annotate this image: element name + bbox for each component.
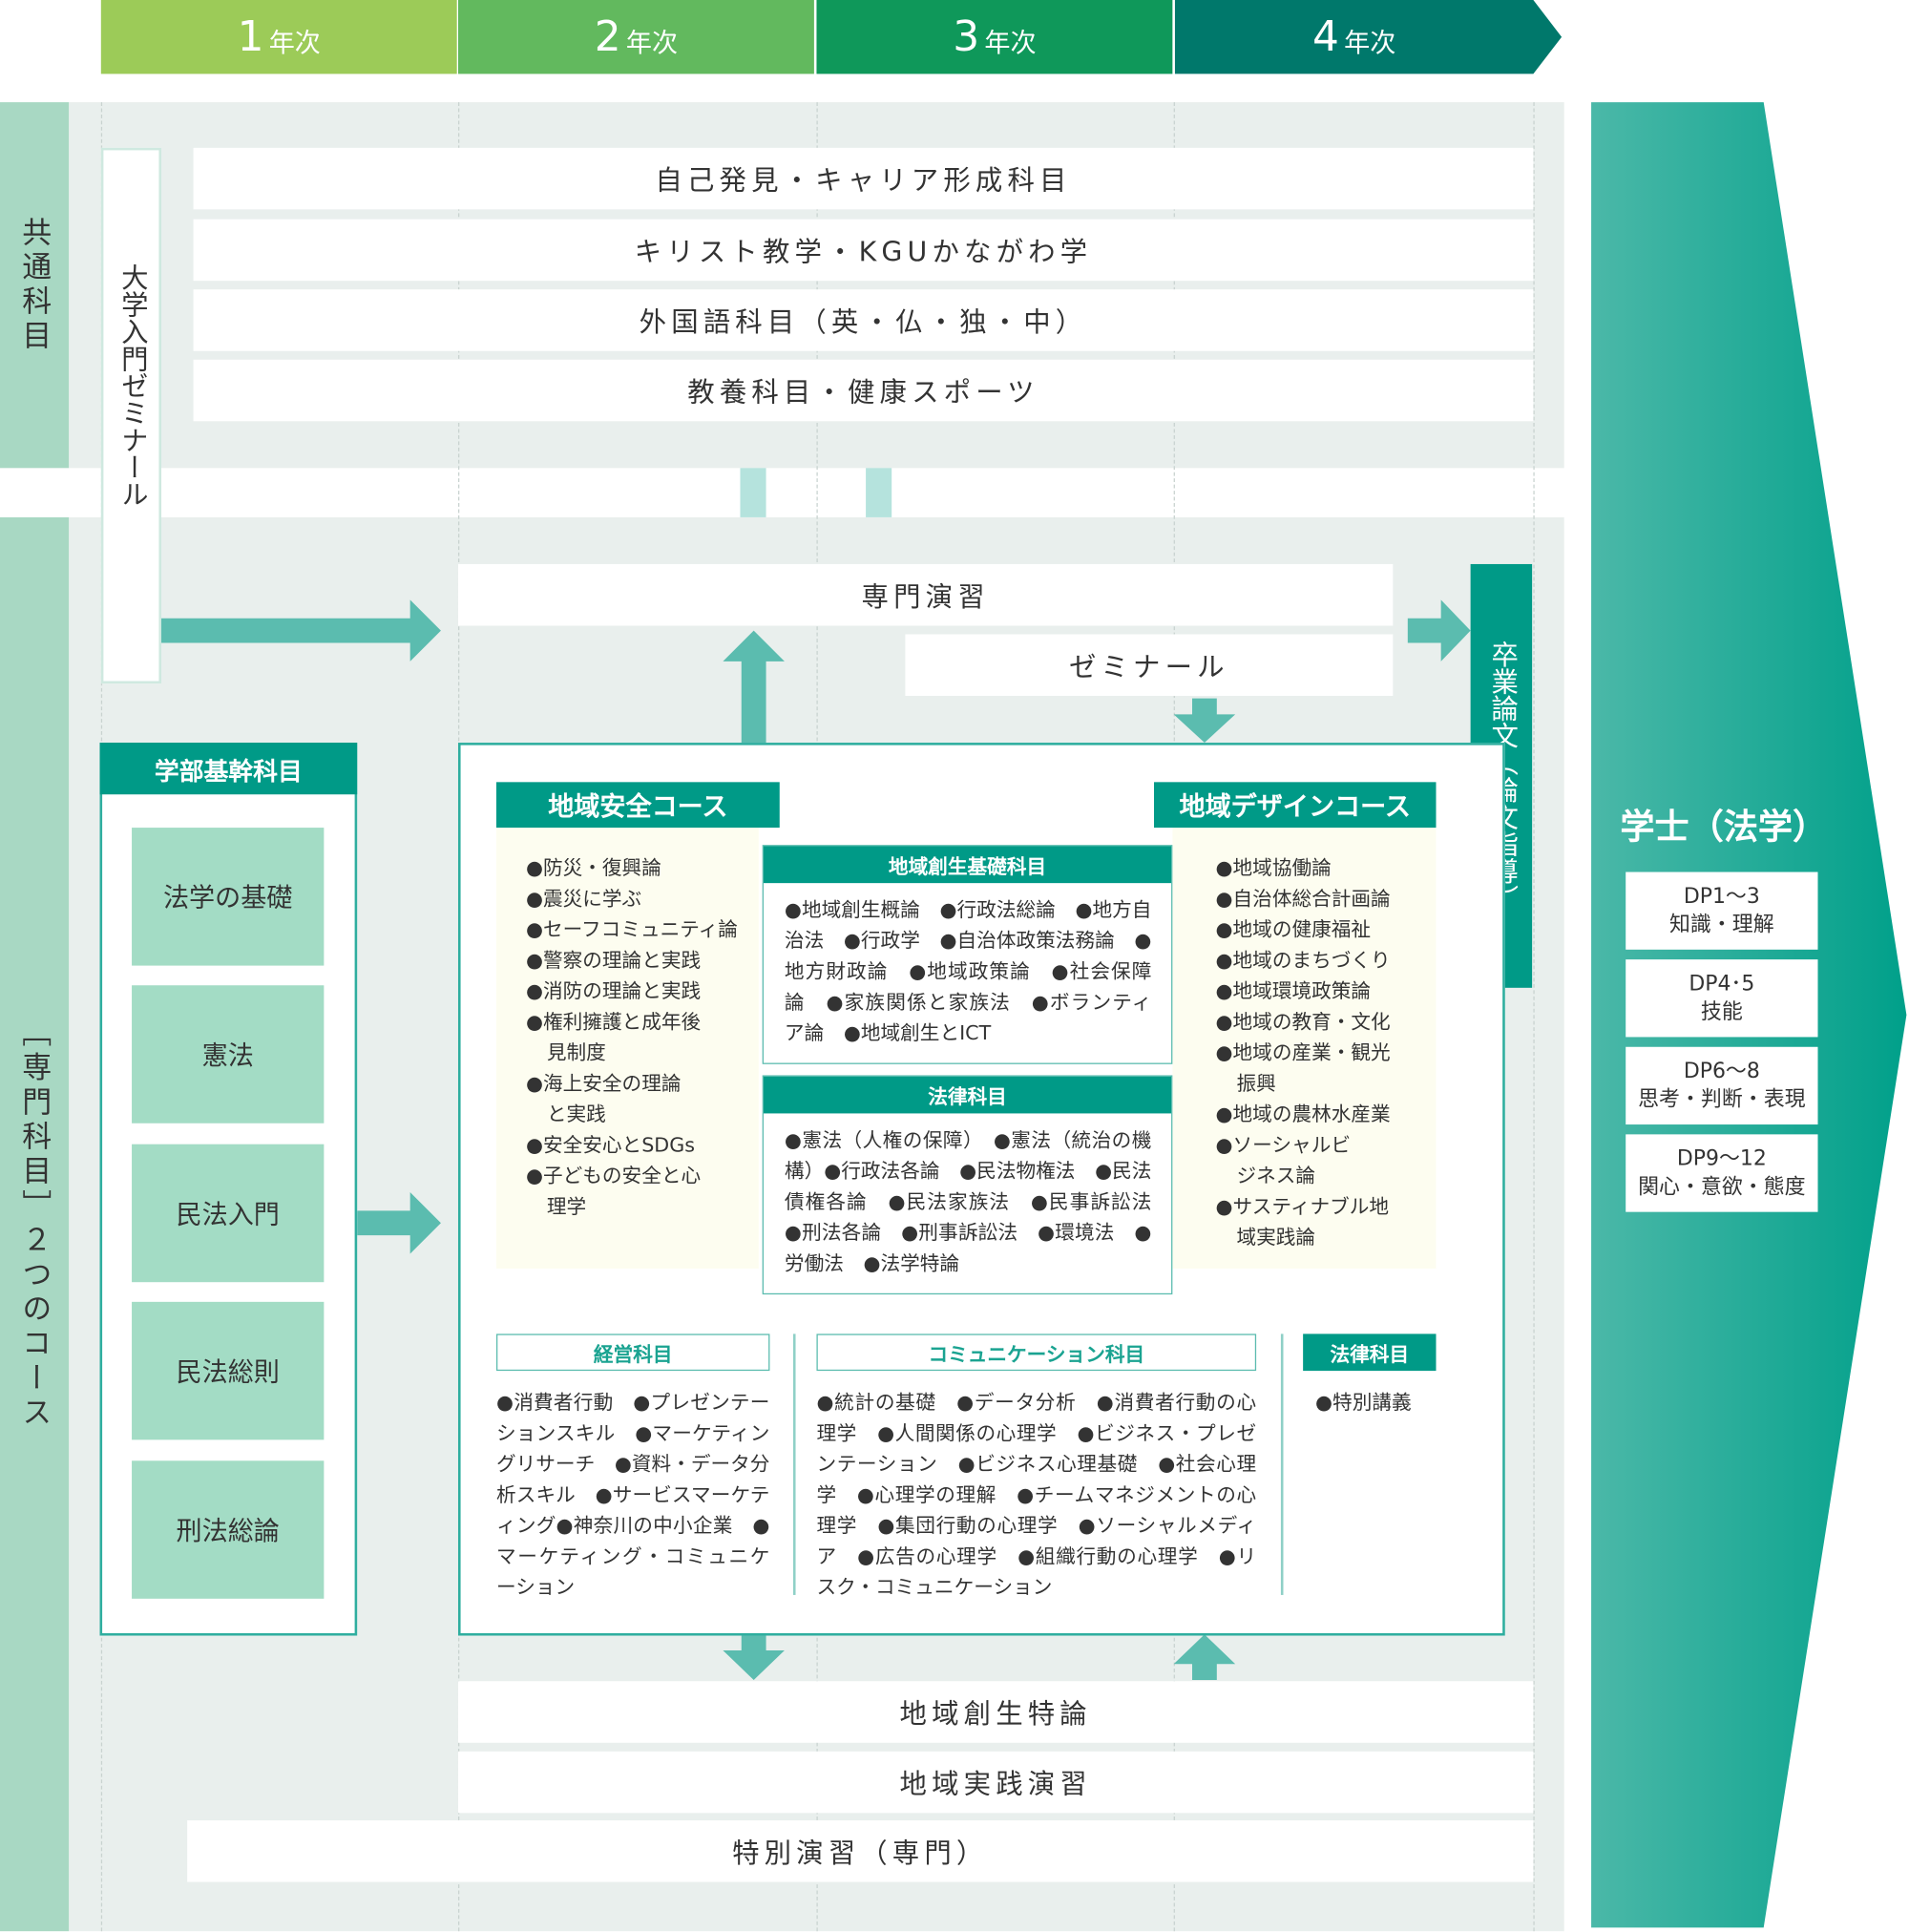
course-item: ●地域の産業・観光振興 [1215,1040,1391,1096]
course-item: ●サスティナブル地域実践論 [1215,1194,1390,1250]
seminar-row: ゼミナール [905,634,1394,697]
course-item: ●地域環境政策論 [1215,978,1372,1003]
management-title: 経営科目 [495,1334,770,1372]
divider [792,1334,795,1595]
year-number: 2 [594,11,621,62]
year-1-band [100,0,457,74]
intro-seminar-box: 大学入門ゼミナール [100,147,162,684]
common-row: キリスト教学・KGUかながわ学 [193,219,1534,282]
year-number: 4 [1312,11,1339,62]
design-course-list: ●地域協働論 ●自治体総合計画論 ●地域の健康福祉 ●地域のまちづくり ●地域環… [1216,852,1425,1252]
safety-course-panel [495,828,759,1270]
arrow-down-icon [723,1634,785,1680]
communication-text: ●統計の基礎 ●データ分析 ●消費者行動の心理学 ●人間関係の心理学 ●ビジネス… [816,1390,1257,1599]
course-item: ●消防の理論と実践 [525,978,702,1003]
regional-basics-title: 地域創生基礎科目 [763,846,1172,884]
dp-code: DP4･5 [1689,971,1755,997]
core-subject-item: 刑法総論 [132,1460,325,1599]
core-subjects-title: 学部基幹科目 [99,743,358,795]
arrow-right-icon [161,599,441,662]
senmon-enshu-row: 専門演習 [457,563,1394,626]
year-suffix: 年次 [1344,28,1396,58]
core-subject-item: 法学の基礎 [132,828,325,966]
year-3-band [816,0,1173,74]
year-divider [1533,102,1535,1932]
safety-course-title: 地域安全コース [495,782,780,829]
year-4-band [1174,0,1563,74]
course-item: ●地域の教育・文化 [1215,1010,1391,1034]
dp-label: 関心・意欲・態度 [1638,1174,1806,1200]
bottom-row: 地域創生特論 [457,1681,1534,1743]
regional-basics-text: ●地域創生概論 ●行政法総論 ●地方自治法 ●行政学 ●自治体政策法務論 ●地方… [784,897,1152,1045]
dp-label: 思考・判断・表現 [1638,1086,1806,1112]
common-row: 教養科目・健康スポーツ [193,359,1534,422]
design-course-title: 地域デザインコース [1154,782,1437,829]
arrow-up-icon [1173,1634,1236,1680]
safety-course-list: ●防災・復興論 ●震災に学ぶ ●セーフコミュニティ論 ●警察の理論と実践 ●消防… [526,852,754,1222]
dp-box: DP6〜8 思考・判断・表現 [1626,1046,1818,1125]
year-2-band [457,0,814,74]
communication-title: コミュニケーション科目 [816,1334,1257,1372]
year-number: 3 [953,11,980,62]
arrow-down-icon [1173,698,1236,744]
dp-label: 知識・理解 [1669,912,1774,937]
middle-subject-column: 地域創生基礎科目 ●地域創生概論 ●行政法総論 ●地方自治法 ●行政学 ●自治体… [762,845,1173,1295]
course-item: ●地域協働論 [1215,855,1332,880]
arrow-up-icon [723,630,785,744]
common-subjects-label: 共通科目 [0,102,70,469]
course-item: ●地域のまちづくり [1215,948,1391,973]
core-subject-item: 民法総則 [132,1301,325,1440]
law-subjects-text: ●憲法（人権の保障） ●憲法（統治の機構）●行政法各論 ●民法物権法 ●民法債権… [784,1127,1172,1275]
law-small-title: 法律科目 [1303,1334,1437,1372]
core-subject-item: 民法入門 [132,1144,325,1283]
common-row: 外国語科目（英・仏・独・中） [193,289,1534,351]
course-item: ●自治体総合計画論 [1215,887,1391,911]
dp-box: DP1〜3 知識・理解 [1626,872,1818,950]
course-item: ●地域の健康福祉 [1215,917,1372,941]
course-item: ●海上安全の理論と実践 [525,1071,682,1126]
design-course-panel [1172,828,1437,1270]
year-number: 1 [237,11,264,62]
year-suffix: 年次 [625,28,679,58]
law-small-text: ●特別講義 [1315,1390,1412,1415]
course-item: ●震災に学ぶ [525,887,642,911]
arrow-right-icon [1407,599,1471,662]
major-subjects-label: ［専門科目］２つのコース [0,516,70,1932]
course-item: ●安全安心とSDGs [525,1133,695,1157]
divider [1280,1334,1283,1595]
dp-code: DP9〜12 [1676,1145,1767,1171]
dp-box: DP9〜12 関心・意欲・態度 [1626,1134,1818,1212]
bottom-row: 特別演習（専門） [187,1820,1534,1882]
dp-code: DP1〜3 [1683,883,1760,909]
year-suffix: 年次 [984,28,1037,58]
common-row: 自己発見・キャリア形成科目 [193,147,1534,210]
bottom-row: 地域実践演習 [457,1751,1534,1814]
arrow-right-icon [357,1192,441,1254]
connector [866,468,892,517]
year-header-bar [100,0,1563,74]
course-item: ●子どもの安全と心理学 [525,1164,702,1219]
year-suffix: 年次 [268,28,321,58]
law-subjects-box: 法律科目 ●憲法（人権の保障） ●憲法（統治の機構）●行政法各論 ●民法物権法 … [762,1075,1173,1295]
connector [740,468,766,517]
course-item: ●権利擁護と成年後見制度 [525,1010,702,1064]
course-item: ●セーフコミュニティ論 [525,917,738,941]
management-text: ●消費者行動 ●プレゼンテーションスキル ●マーケティングリサーチ ●資料・デー… [495,1390,770,1599]
course-item: ●警察の理論と実践 [525,948,702,973]
course-item: ●防災・復興論 [525,855,661,880]
law-subjects-title: 法律科目 [763,1076,1172,1114]
core-subject-item: 憲法 [132,985,325,1124]
course-item: ●地域の農林水産業 [1215,1102,1391,1126]
dp-code: DP6〜8 [1683,1059,1760,1083]
dp-label: 技能 [1700,999,1743,1024]
regional-basics-box: 地域創生基礎科目 ●地域創生概論 ●行政法総論 ●地方自治法 ●行政学 ●自治体… [762,845,1173,1064]
degree-title: 学士（法学） [1620,807,1828,848]
course-item: ●ソーシャルビジネス論 [1215,1133,1352,1187]
